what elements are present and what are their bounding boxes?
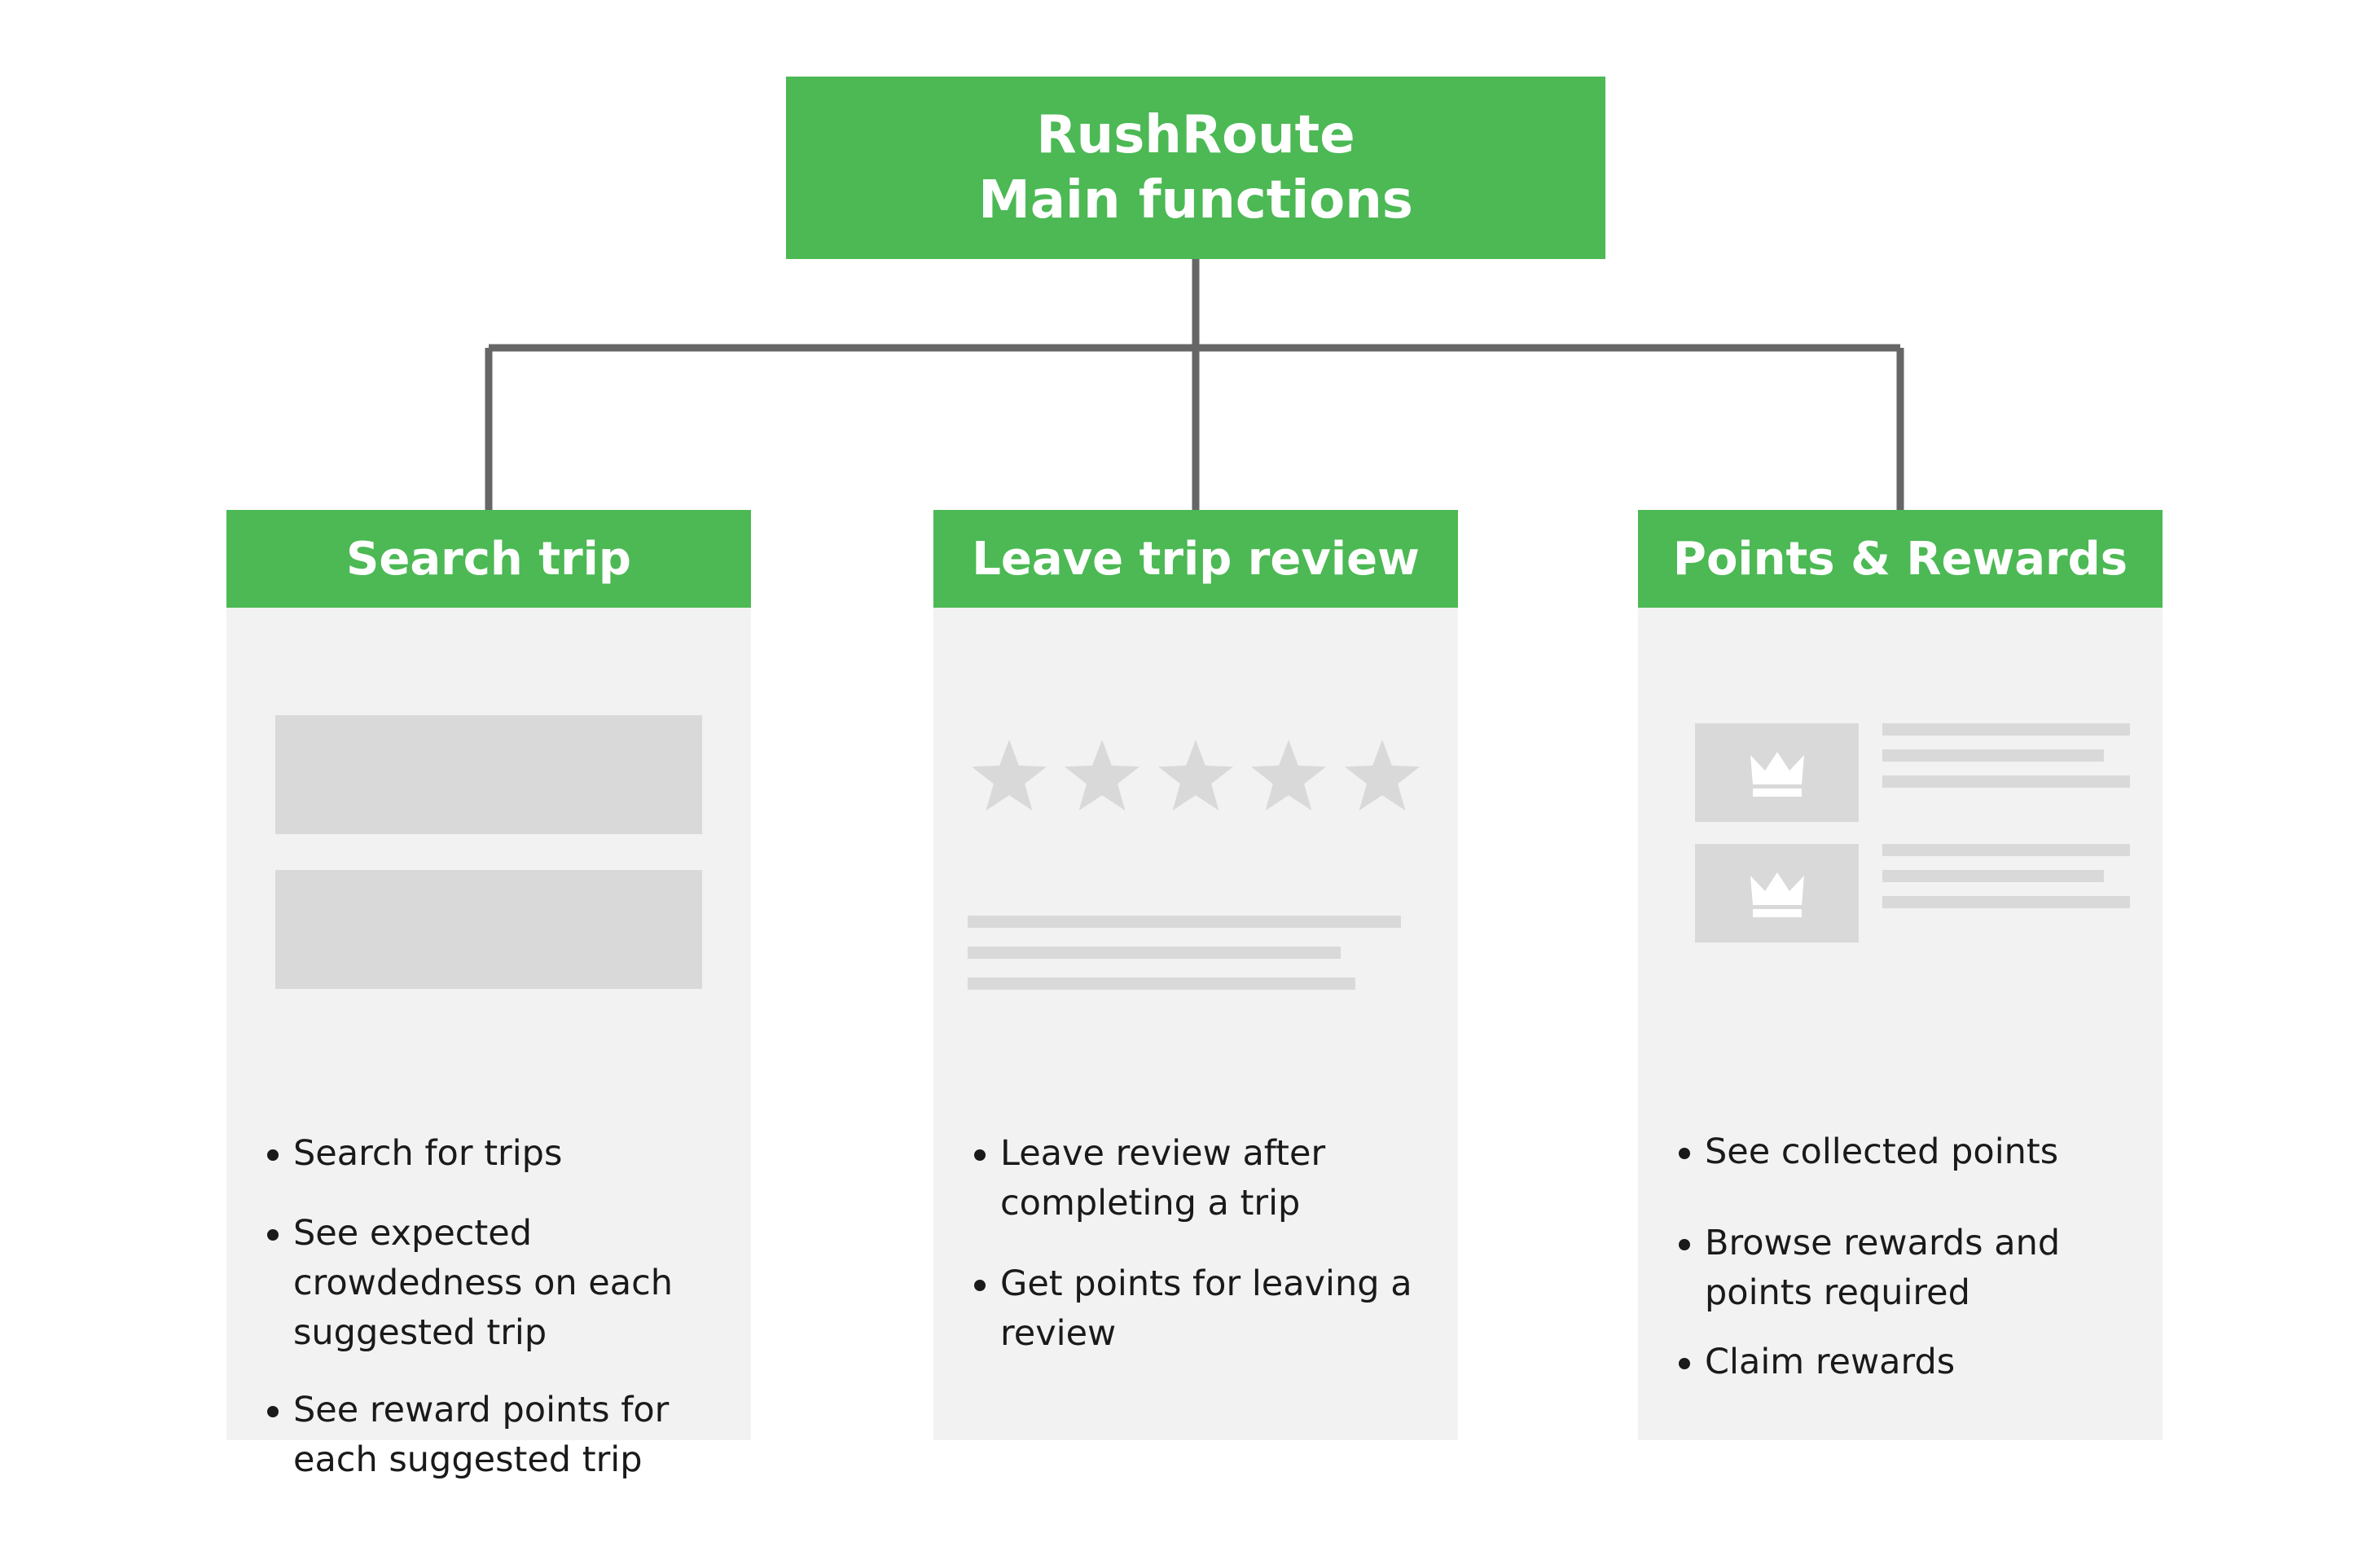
star-icon bbox=[1345, 740, 1420, 811]
reward-text-line bbox=[1882, 844, 2130, 856]
bullet-item: Get points for leaving a review bbox=[974, 1259, 1440, 1359]
bullet-item: Search for trips bbox=[267, 1129, 733, 1179]
card-search-trip: Search trip Search for trips See expecte… bbox=[226, 510, 751, 1480]
card-title: Leave trip review bbox=[972, 532, 1420, 586]
review-text-line bbox=[968, 978, 1355, 990]
root-title-line-2: Main functions bbox=[978, 170, 1413, 231]
bullet-item: See reward points for each suggested tri… bbox=[267, 1386, 733, 1485]
card-leave-trip-review: Leave trip review Leave review after com… bbox=[933, 510, 1458, 1440]
reward-thumbnail bbox=[1695, 723, 1859, 822]
reward-text-line bbox=[1882, 870, 2104, 882]
crown-icon bbox=[1750, 872, 1804, 917]
bullet-item: Leave review after completing a trip bbox=[974, 1129, 1440, 1228]
card-points-rewards: Points & Rewards See collected points Br… bbox=[1638, 510, 2163, 1440]
star-icon bbox=[1251, 740, 1326, 811]
bullet-item: See collected points bbox=[1679, 1127, 2145, 1177]
reward-thumbnail bbox=[1695, 844, 1859, 942]
search-field-placeholder bbox=[275, 870, 702, 989]
card-header-leave-trip-review: Leave trip review bbox=[933, 510, 1458, 608]
review-text-line bbox=[968, 947, 1341, 959]
star-icon bbox=[1158, 740, 1233, 811]
card-header-points-rewards: Points & Rewards bbox=[1638, 510, 2163, 608]
star-icon bbox=[1065, 740, 1140, 811]
reward-text-line bbox=[1882, 896, 2130, 908]
reward-text-line bbox=[1882, 775, 2130, 788]
star-icon bbox=[972, 740, 1047, 811]
root-title-line-1: RushRoute bbox=[1036, 105, 1355, 165]
search-field-placeholder bbox=[275, 715, 702, 834]
bullet-item: Browse rewards and points required bbox=[1679, 1219, 2145, 1318]
crown-icon bbox=[1750, 751, 1804, 797]
card-header-search-trip: Search trip bbox=[226, 510, 751, 608]
bullet-item: See expected crowdedness on each suggest… bbox=[267, 1209, 733, 1358]
bullet-item: Claim rewards bbox=[1679, 1338, 2145, 1387]
reward-text-line bbox=[1882, 723, 2130, 736]
card-title: Points & Rewards bbox=[1672, 532, 2128, 586]
card-title: Search trip bbox=[346, 532, 631, 586]
review-text-line bbox=[968, 916, 1401, 928]
root-node: RushRoute Main functions bbox=[786, 77, 1605, 259]
reward-text-line bbox=[1882, 749, 2104, 762]
